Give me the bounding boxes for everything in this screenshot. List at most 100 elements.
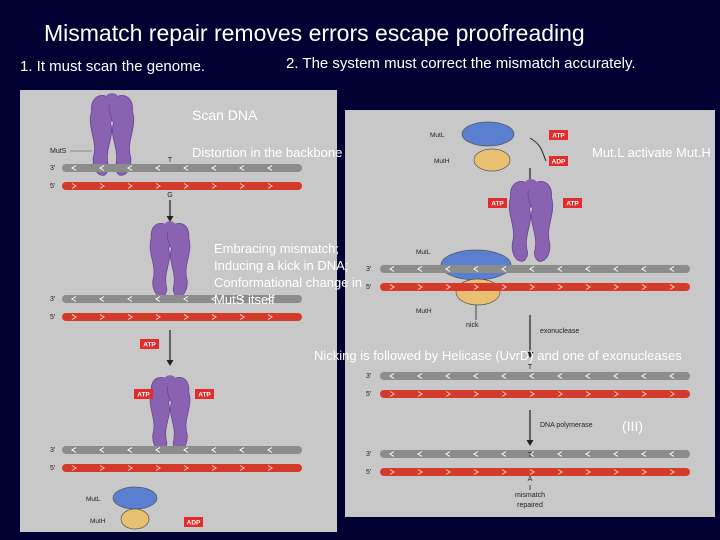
dna-right-1-bottom-strand-direction-arrow (585, 284, 591, 290)
base-g-label: G (167, 192, 172, 199)
dna-right-1-3prime-label: 3′ (366, 266, 372, 273)
dna-right-1-bottom-strand-direction-arrow (557, 284, 563, 290)
dna-right-1-top-strand-direction-arrow (501, 266, 507, 272)
dna-left-2-5prime-label: 5′ (50, 314, 56, 321)
left-figure-panel (20, 90, 337, 532)
dna-right-1-top-strand-direction-arrow (417, 266, 423, 272)
dna-left-1-bottom-strand-direction-arrow (211, 183, 217, 189)
dna-right-2-bottom-strand-direction-arrow (557, 391, 563, 397)
dna-right-3-bottom-strand-direction-arrow (585, 469, 591, 475)
dna-left-3-bottom-strand-direction-arrow (239, 465, 245, 471)
dna-right-2-top-strand-direction-arrow (389, 373, 395, 379)
dna-left-1-top-strand-direction-arrow (155, 165, 161, 171)
dna-right-3-top-strand (380, 450, 690, 458)
muth-label-right: MutH (434, 158, 450, 165)
step-arrow-5-head (526, 440, 534, 446)
dna-right-1-top-strand-direction-arrow (641, 266, 647, 272)
dna-right-3-top-strand-direction-arrow (501, 451, 507, 457)
dna-right-2-bottom-strand-direction-arrow (473, 391, 479, 397)
mismatch-repaired-label: repaired (517, 502, 543, 509)
overlay-embracing-line: Conformational change in (214, 275, 363, 290)
dna-left-2-top-strand-direction-arrow (183, 296, 189, 302)
atp-tag-complex-right-label: ATP (566, 201, 579, 208)
dna-right-1-top-strand (380, 265, 690, 273)
dna-left-2-bottom-strand-direction-arrow (183, 314, 189, 320)
adp-tag-left-label: ADP (187, 520, 201, 527)
dna-left-1-bottom-strand-direction-arrow (239, 183, 245, 189)
dna-right-1-top-strand-direction-arrow (445, 266, 451, 272)
dna-right-3-3prime-label: 3′ (366, 451, 372, 458)
step-arrow-1-head (166, 216, 174, 222)
dna-left-1-top-strand-direction-arrow (211, 165, 217, 171)
dna-left-1-bottom-strand-direction-arrow (71, 183, 77, 189)
atp-tag-complex-right (563, 198, 582, 208)
dna-right-2-5prime-label: 5′ (366, 391, 372, 398)
dna-right-2-bottom-strand-direction-arrow (389, 391, 395, 397)
dna-polymerase-label: DNA polymerase (540, 422, 593, 429)
dna-right-2-top-strand-direction-arrow (417, 373, 423, 379)
dna-left-1-bottom-strand-direction-arrow (267, 183, 273, 189)
dna-right-1-top-strand-direction-arrow (669, 266, 675, 272)
muts-protein-atp (149, 375, 191, 452)
dna-right-3-top-strand-direction-arrow (557, 451, 563, 457)
dna-left-3-bottom-strand-direction-arrow (71, 465, 77, 471)
dna-right-3-top-strand-direction-arrow (417, 451, 423, 457)
atp-tag-complex-left (488, 198, 507, 208)
dna-right-1-top-strand-direction-arrow (557, 266, 563, 272)
dna-right-2-bottom-strand-direction-arrow (501, 391, 507, 397)
dna-right-2-top-strand-direction-arrow (529, 373, 535, 379)
mutl-label-right: MutL (430, 132, 445, 139)
overlay-mutl-activate: Mut.L activate Mut.H (592, 145, 711, 160)
muts-protein-complex (508, 179, 554, 262)
dna-right-3-bottom-strand-direction-arrow (529, 469, 535, 475)
atp-tag-left (134, 389, 153, 399)
base-t-label-2: T (528, 364, 533, 371)
exonuclease-label: exonuclease (540, 328, 579, 335)
muts-protein-embracing (149, 221, 191, 298)
dna-right-2-bottom-strand-direction-arrow (529, 391, 535, 397)
adp-tag-left (184, 517, 203, 527)
dna-left-3-bottom-strand-direction-arrow (183, 465, 189, 471)
base-a-label: A (528, 476, 533, 483)
dna-right-1-5prime-label: 5′ (366, 284, 372, 291)
overlay-scan-dna: Scan DNA (192, 107, 258, 123)
dna-left-3-5prime-label: 5′ (50, 465, 56, 472)
muts-dimer-core (524, 179, 538, 192)
overlay-embracing: Embracing mismatch; Inducing a kick in D… (214, 240, 362, 308)
muth-label-left: MutH (90, 518, 106, 525)
dna-left-1-bottom-strand-direction-arrow (99, 183, 105, 189)
dna-right-2-bottom-strand-direction-arrow (641, 391, 647, 397)
dna-right-3-top-strand-direction-arrow (669, 451, 675, 457)
dna-left-3-bottom-strand-direction-arrow (99, 465, 105, 471)
dna-left-2-top-strand-direction-arrow (127, 296, 133, 302)
overlay-distortion: Distortion in the backbone (192, 145, 343, 160)
atp-tag-right-top-label: ATP (552, 133, 565, 140)
dna-right-3-5prime-label: 5′ (366, 469, 372, 476)
dna-left-3-bottom-strand (62, 464, 302, 472)
dna-right-2-top-strand-direction-arrow (585, 373, 591, 379)
muts-right-lobe (166, 376, 191, 452)
dna-right-1-bottom-strand-direction-arrow (613, 284, 619, 290)
dna-right-2-top-strand-direction-arrow (445, 373, 451, 379)
dna-right-2-top-strand (380, 372, 690, 380)
dna-left-3-top-strand-direction-arrow (211, 447, 217, 453)
step-arrow-2-head (166, 360, 174, 366)
dna-left-1-top-strand-direction-arrow (239, 165, 245, 171)
dna-right-3-bottom-strand-direction-arrow (473, 469, 479, 475)
dna-left-2-bottom-strand-direction-arrow (211, 314, 217, 320)
muts-right-lobe (527, 181, 554, 262)
atp-tag-complex-left-label: ATP (491, 201, 504, 208)
dna-left-2-bottom-strand-direction-arrow (71, 314, 77, 320)
dna-right-2-top-strand-direction-arrow (473, 373, 479, 379)
dna-right-3-bottom-strand-direction-arrow (641, 469, 647, 475)
dna-left-3-top-strand-direction-arrow (71, 447, 77, 453)
adp-tag-right-top-label: ADP (552, 159, 566, 166)
dna-left-3-top-strand-direction-arrow (155, 447, 161, 453)
dna-right-3-top-strand-direction-arrow (641, 451, 647, 457)
dna-right-1-bottom-strand-direction-arrow (669, 284, 675, 290)
dna-right-3-top-strand-direction-arrow (613, 451, 619, 457)
dna-left-2-top-strand-direction-arrow (71, 296, 77, 302)
overlay-embracing-line: MutS itself (214, 292, 275, 307)
dna-left-2-bottom-strand-direction-arrow (267, 314, 273, 320)
